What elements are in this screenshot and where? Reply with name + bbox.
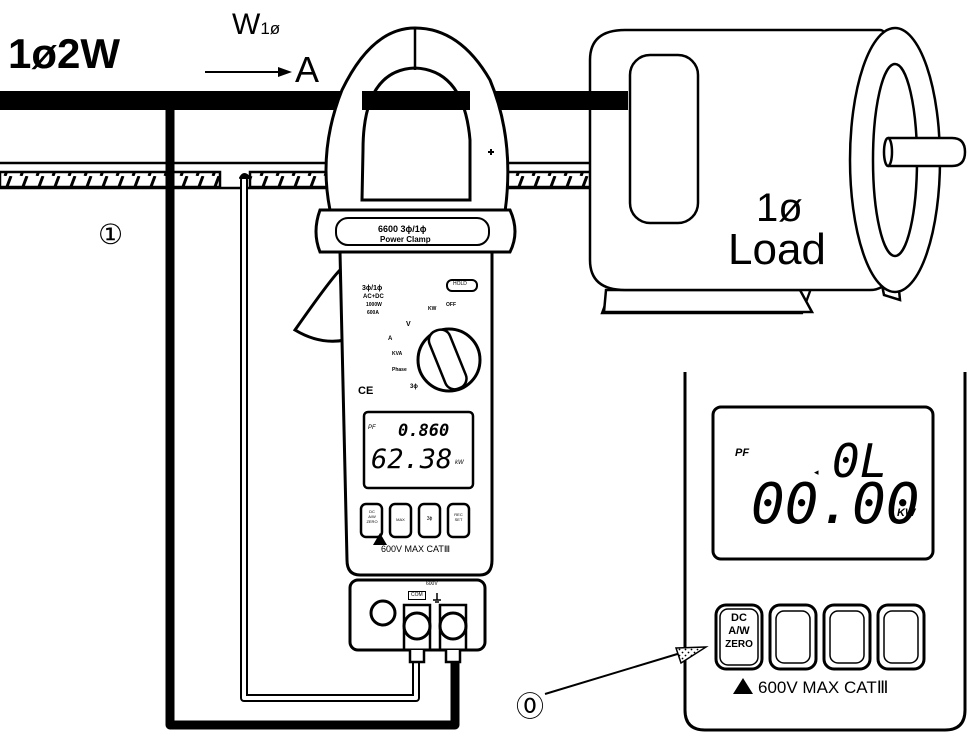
zero-button-line-1: DC (731, 612, 747, 624)
meter-model: 6600 3ϕ/1ϕ (378, 224, 427, 234)
pointer-arrow (544, 646, 709, 695)
meter-name: Power Clamp (380, 235, 431, 244)
zero-button-small[interactable]: DC A/W ZERO (366, 509, 378, 524)
meter-rating-1: 3ϕ/1ϕ (362, 285, 383, 292)
hold-button[interactable]: HOLD (453, 281, 467, 287)
meter-rating-3: 1000W (366, 302, 382, 308)
zero-button-line-3: ZERO (725, 639, 753, 650)
zoom-lcd-dot: ◂ (814, 467, 819, 477)
clamp-jaw (324, 26, 510, 214)
max-button-small[interactable]: MAX (396, 517, 405, 522)
dial-off: OFF (446, 302, 456, 308)
zoom-lcd-bottom: 00.00 (751, 472, 920, 537)
terminal-com-label: COM (408, 591, 426, 600)
dial-v: V (406, 321, 411, 328)
meter-lcd-pf: PF (368, 425, 376, 431)
dial-kw: KW (428, 306, 437, 312)
blank-button-3[interactable] (878, 605, 924, 669)
phase-button-small[interactable]: 3ϕ (426, 516, 433, 522)
marker-zero: ⓪ (516, 691, 545, 722)
zero-button-line-2: A/W (728, 625, 750, 637)
range-dial[interactable] (418, 329, 480, 391)
meter-cat-rating: 600V MAX CATⅢ (381, 544, 451, 554)
meter-rating-2: AC+DC (363, 294, 384, 300)
load-label: Load (728, 225, 826, 274)
current-direction-arrow (205, 67, 292, 77)
meter-lcd-unit: kW (455, 460, 464, 466)
line-type-label: 1ø2W (8, 30, 121, 77)
neutral-conductor (0, 161, 632, 190)
input-terminals (348, 578, 487, 664)
phase-conductor (0, 91, 628, 110)
zoomed-meter-panel (683, 372, 967, 732)
zero-button[interactable]: DC A/W ZERO (720, 612, 758, 651)
ce-mark: CE (358, 385, 374, 397)
meter-lcd-top: 0.860 (398, 421, 450, 441)
meter-rating-4: 600A (367, 310, 379, 316)
rec-set-button-small[interactable]: REC SET (454, 512, 463, 522)
blank-button-2[interactable] (824, 605, 870, 669)
dial-a: A (388, 336, 393, 342)
load-phase-label: 1ø (756, 186, 803, 230)
zoom-lcd-top: 0L (832, 434, 888, 488)
motor-load (588, 26, 967, 315)
zoom-lcd-unit: KW (897, 507, 916, 519)
zoom-cat-rating: 600V MAX CATⅢ (758, 678, 889, 697)
zoom-lcd-pf: PF (735, 447, 750, 459)
meter-lcd-bottom: 62.38 (371, 444, 453, 475)
dial-phase: Phase (392, 367, 407, 373)
w-letter: W (232, 8, 261, 41)
test-leads (165, 103, 460, 730)
clamp-meter-body (292, 208, 517, 577)
terminal-v-label: 600V (426, 581, 438, 587)
a-label: A (295, 49, 320, 90)
w-subscript: 1ø (260, 19, 281, 38)
w-label: W1ø (232, 10, 280, 40)
dial-three-phase: 3ϕ (410, 384, 418, 390)
blank-button-1[interactable] (770, 605, 816, 669)
marker-one: ① (98, 219, 124, 250)
dial-kva: KVA (392, 351, 403, 357)
